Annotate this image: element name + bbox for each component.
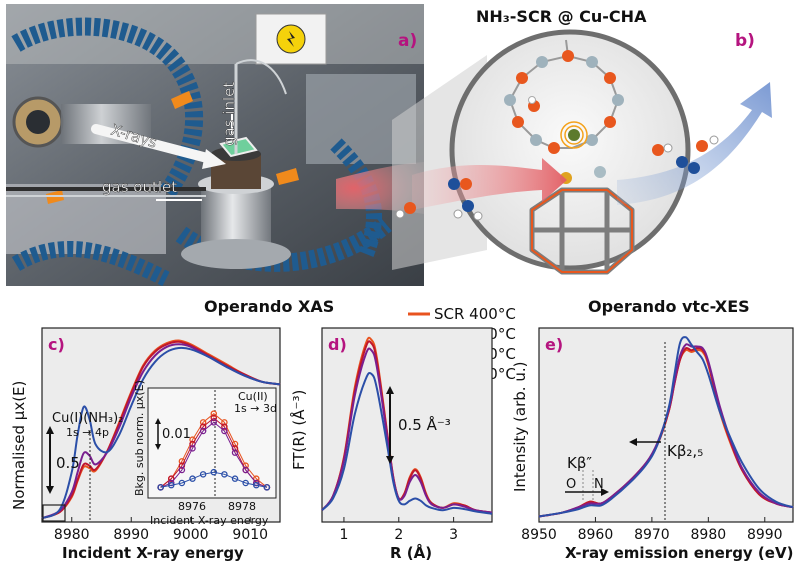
x-tick-label: 8990 (747, 527, 783, 543)
x-axis-label: Incident X-ray energy (62, 544, 244, 562)
o-label: O (566, 477, 576, 492)
data-point (199, 471, 207, 478)
xes-title: Operando vtc-XES (588, 297, 750, 316)
series-line (538, 343, 794, 518)
annotation-transition: 1s → 4p (66, 426, 109, 439)
data-point (189, 475, 196, 482)
legend-label: SCR 400°C (434, 305, 516, 323)
x-tick-label: 8970 (634, 527, 670, 543)
series-line (160, 413, 268, 488)
legend-entry: SCR 400°C (408, 305, 516, 323)
annotation-cu-nh3: Cu(I)(NH₃)₂ (52, 411, 123, 426)
panel-c-chart: c) Normalised µx(E) Incident X-ray energ… (10, 327, 281, 562)
x-tick-label: 8990 (113, 527, 149, 543)
x-tick-label: 8960 (578, 527, 614, 543)
data-point (263, 484, 271, 491)
series-line (160, 421, 268, 488)
panel-e-label: e) (545, 335, 563, 354)
y-axis-label: Intensity (arb. u.) (511, 362, 529, 492)
data-point (231, 475, 239, 482)
panel-a-label: a) (398, 31, 417, 51)
gas-inlet-label: gas inlet (220, 82, 238, 146)
data-point (242, 466, 249, 474)
data-point (199, 423, 207, 430)
x-tick-label: 8980 (691, 527, 727, 543)
data-point (231, 449, 239, 456)
data-point (221, 427, 228, 435)
data-point (157, 484, 164, 491)
n-label: N (594, 477, 604, 492)
data-point (253, 481, 260, 489)
data-point (221, 471, 228, 478)
x-tick-label: 9000 (173, 527, 209, 543)
x-tick-label: 8950 (521, 527, 557, 543)
series-line (160, 471, 267, 488)
xrays-label: X-rays (109, 121, 159, 152)
data-point (242, 479, 249, 487)
y-axis-label: FT(R) (Å⁻³) (289, 390, 308, 470)
molecules (395, 135, 719, 221)
inset-tick: 8976 (178, 500, 206, 513)
ring-atoms (504, 50, 624, 184)
data-point (210, 410, 218, 417)
series-line (41, 340, 281, 520)
schematic-title: NH₃-SCR @ Cu-CHA (476, 7, 647, 26)
data-point (168, 475, 175, 482)
series-line (538, 336, 794, 518)
photo-labels: X-rays gas inlet gas outlet a) (102, 31, 417, 196)
scale-label: 0.5 (56, 454, 80, 472)
data-point (221, 423, 228, 430)
inset-scale-label: 0.01 (162, 427, 191, 442)
x-tick-label: 2 (394, 527, 403, 543)
panel-e-chart: e) Intensity (arb. u.) X-ray emission en… (511, 327, 794, 562)
data-point (168, 481, 175, 489)
kb25-label: Kβ₂,₅ (667, 442, 703, 460)
x-tick-label: 9010 (232, 527, 268, 543)
series-line (321, 371, 493, 515)
data-point (210, 414, 218, 422)
inset-annotation-transition: 1s → 3d (234, 402, 277, 415)
inset-annotation-cu2: Cu(II) (238, 390, 268, 403)
scale-label: 0.5 Å⁻³ (398, 415, 451, 434)
inset-y-label: Bkg. sub norm. µx(E) (133, 380, 146, 496)
x-axis-label: X-ray emission energy (eV) (565, 544, 793, 562)
inset-tick: 8978 (228, 500, 256, 513)
panel-b-label: b) (735, 31, 755, 51)
setup-photo (6, 4, 424, 286)
gas-outlet-label: gas outlet (102, 178, 177, 196)
data-point (221, 419, 228, 426)
xas-title: Operando XAS (204, 297, 334, 316)
panel-d-chart: d) FT(R) (Å⁻³) R (Å) 1 2 3 0.5 Å⁻³ (289, 327, 493, 562)
inset-chart: Cu(II) 1s → 3d 0.01 8976 8978 Incident X… (133, 380, 277, 527)
x-axis-label: R (Å) (390, 543, 432, 562)
panel-c-label: c) (48, 335, 65, 354)
kb-double-prime-label: Kβ″ (567, 454, 592, 472)
plot-frame (538, 327, 794, 523)
series-line (321, 347, 493, 514)
x-tick-label: 1 (339, 527, 348, 543)
panel-d-label: d) (328, 335, 347, 354)
data-point (210, 419, 218, 426)
data-point (178, 479, 186, 487)
data-point (210, 468, 218, 476)
data-point (253, 475, 260, 482)
series-line (41, 346, 281, 520)
data-point (189, 445, 196, 452)
cu-cha-schematic: NH₃-SCR @ Cu-CHA b) (392, 7, 772, 275)
x-tick-label: 3 (449, 527, 458, 543)
zoom-box (42, 504, 66, 522)
data-point (199, 419, 207, 426)
inset-x-label: Incident X-ray energy (150, 514, 269, 527)
x-tick-label: 8980 (54, 527, 90, 543)
data-point (178, 466, 186, 474)
data-point (199, 427, 207, 435)
y-axis-label: Normalised µx(E) (10, 381, 28, 510)
